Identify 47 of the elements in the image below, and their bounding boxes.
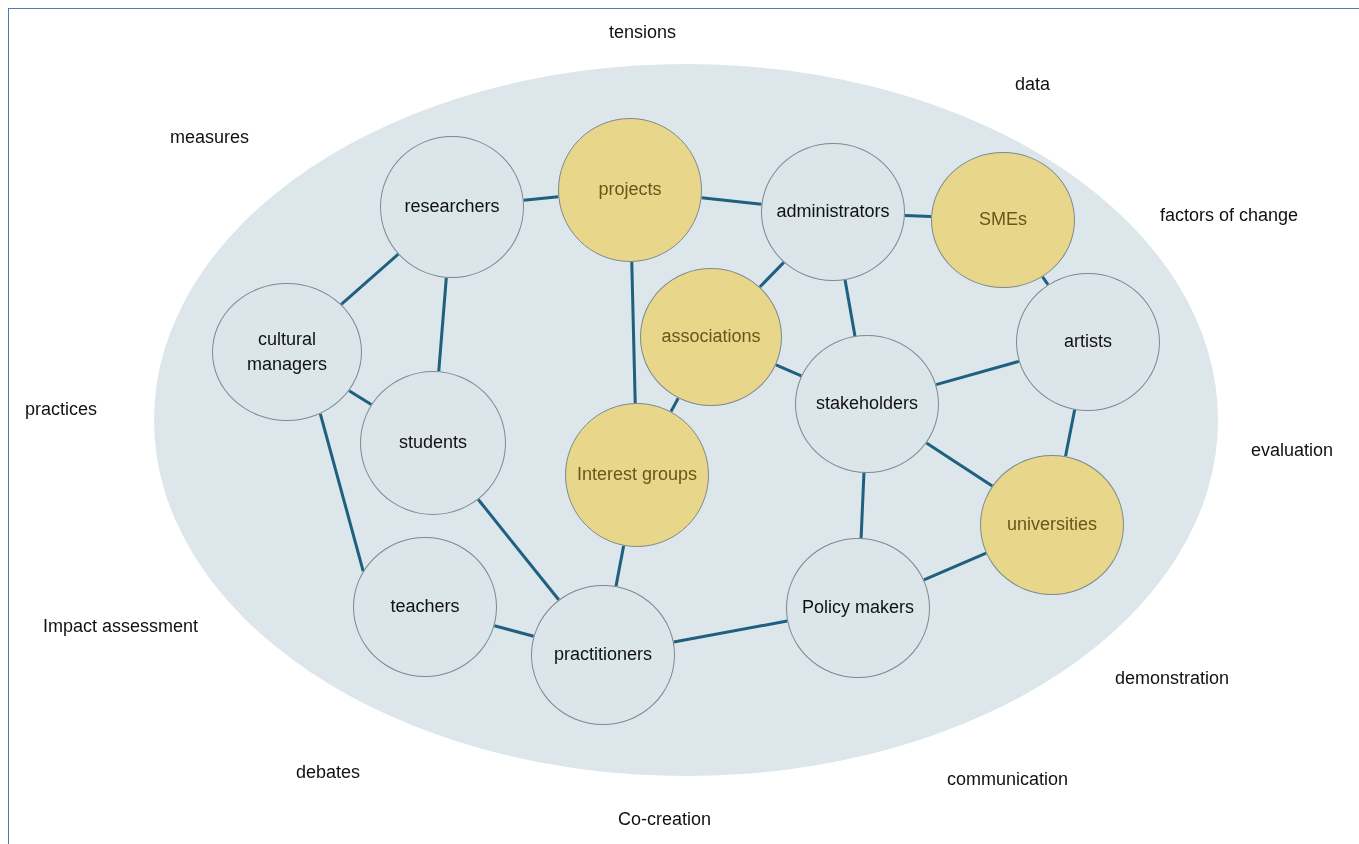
node-label: artists — [1063, 330, 1113, 354]
connector-line — [494, 624, 534, 638]
node-label: Interest groups — [575, 463, 699, 487]
node-label: teachers — [389, 595, 461, 619]
concept-label: Co-creation — [618, 809, 712, 830]
connector-line — [437, 277, 448, 372]
connector-line — [348, 389, 373, 406]
node-label: administrators — [775, 200, 891, 224]
node-label: stakeholders — [814, 392, 920, 416]
connector-line — [1041, 275, 1050, 286]
node-label: researchers — [403, 195, 501, 219]
connector-line — [701, 196, 762, 206]
node-label: cultural managers — [245, 327, 328, 376]
connector-line — [523, 195, 559, 202]
node-label: SMEs — [978, 208, 1028, 232]
concept-label: Impact assessment — [43, 616, 199, 637]
connector-line — [935, 359, 1020, 387]
concept-label: factors of change — [1160, 205, 1299, 226]
connector-line — [614, 545, 626, 587]
node-label: universities — [1005, 513, 1098, 537]
node-label: Policy makers — [801, 596, 915, 620]
connector-line — [859, 472, 866, 539]
node-label: students — [397, 431, 468, 455]
connector-line — [1064, 409, 1077, 457]
concept-label: measures — [170, 127, 250, 148]
node-label: practitioners — [552, 643, 653, 667]
concept-label: communication — [947, 769, 1069, 790]
concept-label: evaluation — [1251, 440, 1334, 461]
concept-label: tensions — [609, 22, 677, 43]
connector-line — [477, 498, 560, 601]
concept-label: debates — [296, 762, 361, 783]
connector-line — [923, 551, 987, 582]
connector-line — [758, 261, 785, 288]
connector-line — [318, 413, 365, 572]
concept-label: practices — [25, 399, 98, 420]
connector-line — [843, 279, 857, 337]
connector-line — [340, 253, 400, 306]
connector-line — [925, 441, 994, 488]
connector-line — [904, 213, 932, 219]
node-label: associations — [660, 325, 762, 349]
concept-label: data — [1015, 74, 1051, 95]
connector-line — [630, 261, 637, 404]
connector-line — [775, 363, 802, 378]
connector-line — [673, 619, 788, 644]
connector-line — [669, 397, 680, 413]
concept-label: demonstration — [1115, 668, 1230, 689]
node-label: projects — [597, 178, 663, 202]
